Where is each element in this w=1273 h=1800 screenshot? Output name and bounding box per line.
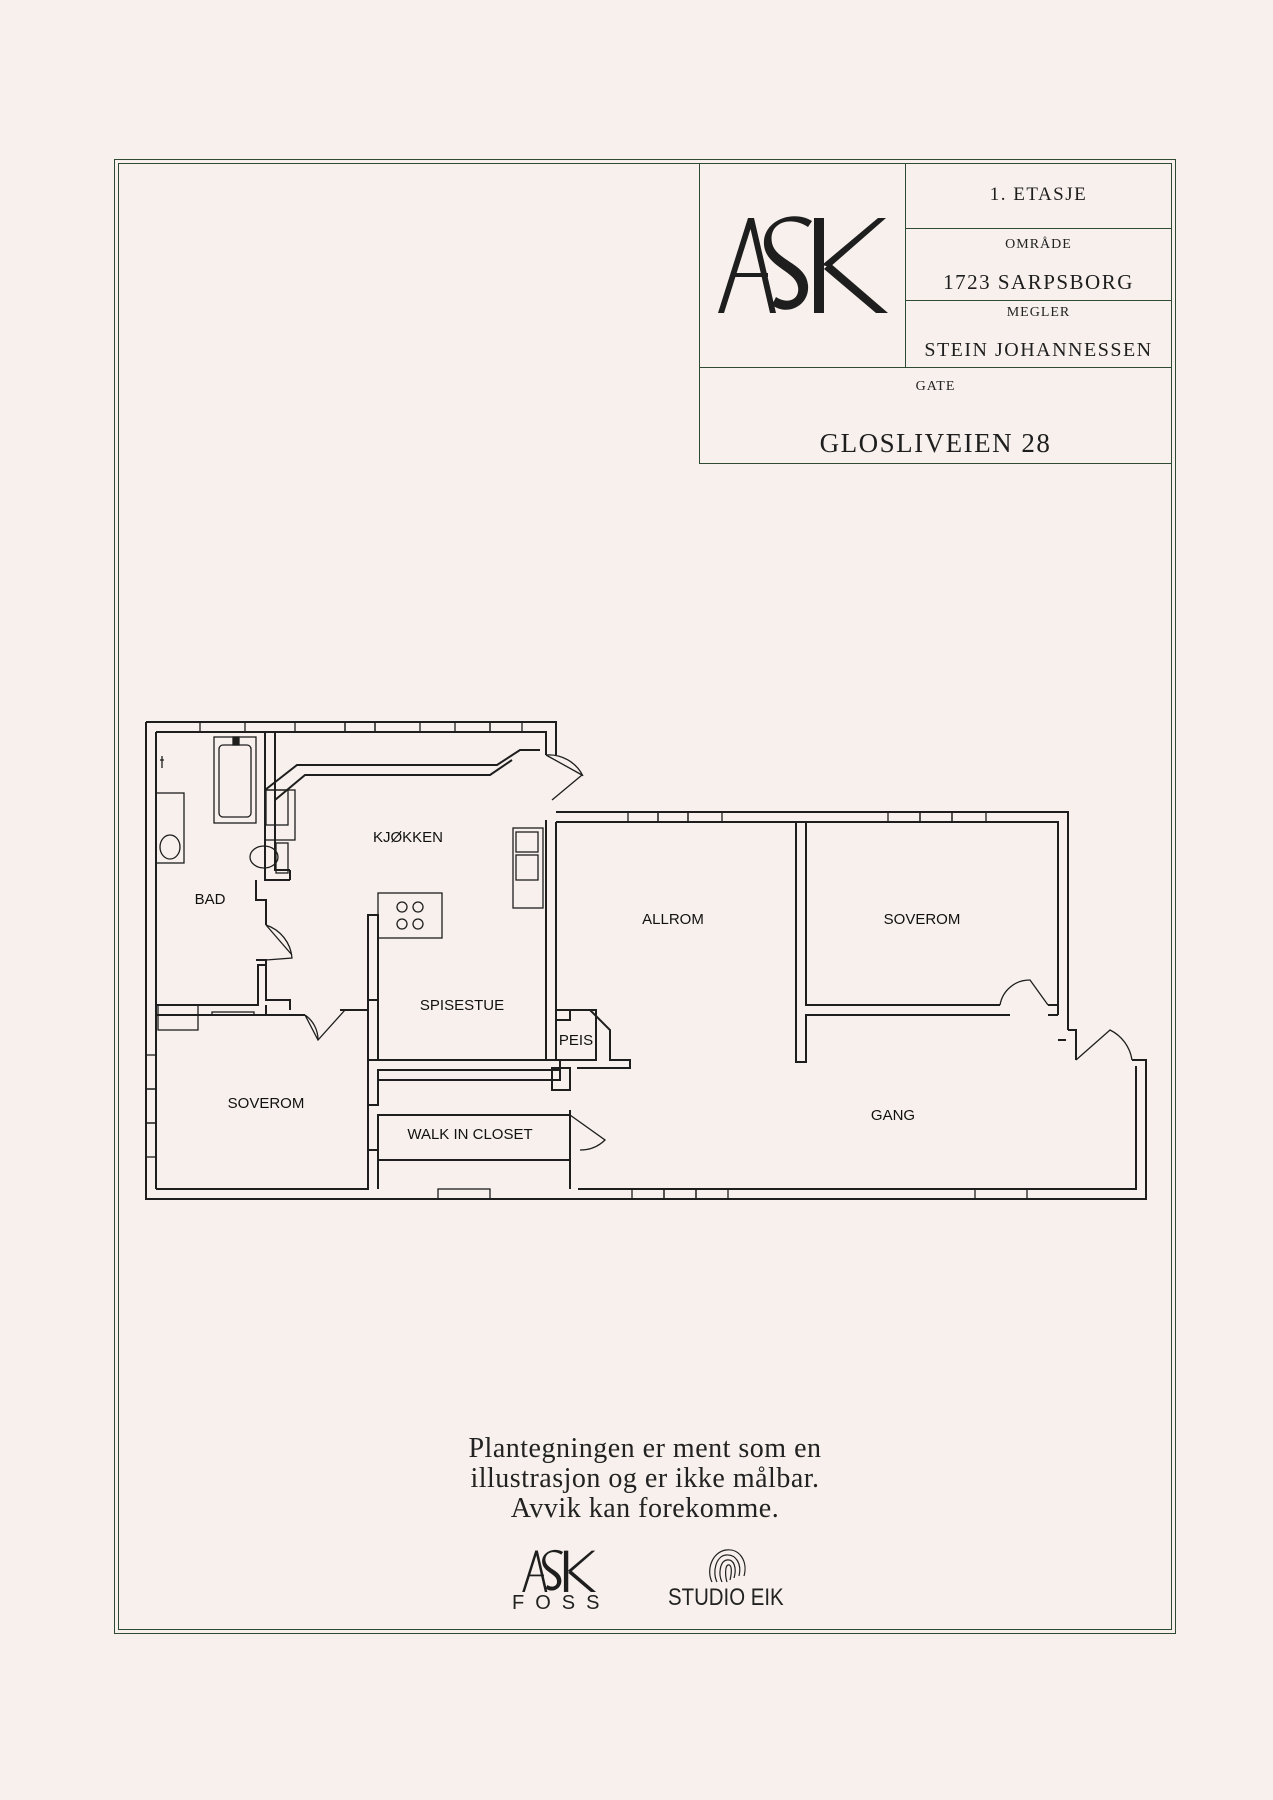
washing-machine bbox=[157, 1004, 199, 1031]
window bbox=[374, 721, 421, 733]
door-bath bbox=[265, 924, 293, 961]
room-label-bedroom-right: SOVEROM bbox=[884, 911, 961, 928]
window bbox=[145, 1122, 157, 1158]
disclaimer: Plantegningen er ment som en illustrasjo… bbox=[380, 1434, 910, 1524]
door-entrance bbox=[1075, 1029, 1133, 1061]
outer-wall-north-left bbox=[146, 721, 557, 755]
window bbox=[951, 811, 987, 823]
door-kitchen-north bbox=[545, 754, 584, 801]
room-label-bath: BAD bbox=[195, 891, 226, 908]
window bbox=[344, 721, 376, 733]
room-label-living: ALLROM bbox=[642, 911, 704, 928]
agent-value: STEIN JOHANNESSEN bbox=[924, 339, 1153, 361]
closet-wall bbox=[367, 1010, 571, 1189]
living-west-wall bbox=[545, 820, 571, 1060]
bath-sink bbox=[155, 792, 185, 864]
disclaimer-line-1: Plantegningen er ment som en bbox=[468, 1433, 822, 1464]
window bbox=[199, 721, 246, 733]
bath-east-wall bbox=[264, 732, 290, 881]
window bbox=[437, 1188, 491, 1200]
stove bbox=[377, 892, 443, 939]
window bbox=[974, 1188, 1028, 1200]
column bbox=[551, 1067, 571, 1091]
disclaimer-line-3: Avvik kan forekomme. bbox=[510, 1493, 780, 1524]
floor-value: 1. ETASJE bbox=[989, 184, 1088, 205]
title-block-agent-cell bbox=[905, 300, 1172, 368]
area-value: 1723 SARPSBORG bbox=[943, 270, 1134, 294]
studio-eik-mark-icon bbox=[709, 1549, 746, 1583]
window bbox=[657, 811, 689, 823]
studio-eik-wordmark: STUDIO EIK bbox=[668, 1584, 784, 1611]
fireplace-outline bbox=[555, 1009, 597, 1061]
room-label-kitchen: KJØKKEN bbox=[373, 829, 443, 846]
outer-wall-west bbox=[145, 722, 1147, 1200]
kitchen-wall-diagonal bbox=[264, 749, 540, 801]
street-label: GATE bbox=[915, 379, 956, 394]
window bbox=[489, 721, 523, 733]
window bbox=[145, 1054, 157, 1090]
door-bedroom-left bbox=[304, 1009, 346, 1042]
window bbox=[627, 811, 659, 823]
street-value: GLOSLIVEIEN 28 bbox=[819, 428, 1052, 458]
room-label-fireplace: PEIS bbox=[559, 1032, 593, 1049]
room-label-closet: WALK IN CLOSET bbox=[407, 1126, 532, 1143]
room-label-hall: GANG bbox=[871, 1107, 915, 1124]
bathtub bbox=[213, 736, 257, 824]
door-bedroom-right bbox=[999, 979, 1049, 1006]
outer-wall-north-right bbox=[556, 811, 1069, 1030]
agent-label: MEGLER bbox=[1006, 305, 1071, 320]
dining-wall bbox=[367, 914, 379, 1060]
toilet bbox=[275, 842, 289, 874]
window bbox=[887, 811, 921, 823]
page-frame bbox=[114, 159, 1176, 1634]
bath-south-wall bbox=[156, 964, 379, 1016]
area-label: OMRÅDE bbox=[1005, 237, 1072, 252]
window bbox=[695, 1188, 729, 1200]
disclaimer-line-2: illustrasjon og er ikke målbar. bbox=[470, 1463, 820, 1494]
ask-foss-logo bbox=[522, 1549, 597, 1592]
ask-logo bbox=[718, 216, 888, 313]
window bbox=[919, 811, 953, 823]
window bbox=[294, 721, 346, 733]
window bbox=[631, 1188, 665, 1200]
window bbox=[663, 1188, 697, 1200]
window bbox=[145, 1088, 157, 1124]
door-closet bbox=[569, 1114, 607, 1151]
foss-wordmark: FOSS bbox=[512, 1592, 611, 1614]
kitchen-sink bbox=[512, 827, 544, 909]
outer-wall-south bbox=[156, 1149, 379, 1190]
window bbox=[454, 721, 491, 733]
living-bedroom-divider bbox=[795, 822, 1058, 1063]
room-label-bedroom-left: SOVEROM bbox=[228, 1095, 305, 1112]
page-frame-inner bbox=[118, 163, 1172, 1630]
room-label-dining: SPISESTUE bbox=[420, 997, 504, 1014]
window bbox=[687, 811, 723, 823]
